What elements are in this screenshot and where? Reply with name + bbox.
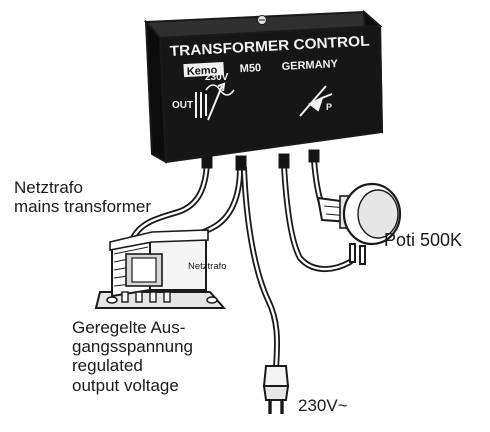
regulated-label-line2: gangsspannung: [72, 337, 194, 357]
out-mark: OUT: [172, 100, 193, 111]
regulated-label-line4: output voltage: [72, 375, 179, 395]
potentiometer-symbol-icon: [299, 85, 333, 117]
device-model: M50: [239, 62, 261, 75]
poti-label: Poti 500K: [384, 230, 463, 250]
potentiometer: [316, 182, 402, 265]
mains-voltage-label: 230V~: [298, 396, 348, 415]
pot-mark: P: [326, 102, 332, 112]
netztrafo-label: Netztrafo mains transformer: [14, 178, 151, 216]
netztrafo-label-line1: Netztrafo: [14, 178, 83, 197]
output-symbol-icon: [195, 82, 226, 121]
regulated-label-line3: regulated: [72, 356, 143, 376]
mains-transformer: Netztrafo: [94, 229, 227, 309]
transformer-control-module: TRANSFORMER CONTROL Kemo M50 GERMANY 230…: [143, 9, 384, 171]
regulated-label-line1: Geregelte Aus-: [72, 318, 186, 337]
netztrafo-label-line2: mains transformer: [14, 197, 151, 217]
wires: [129, 157, 353, 371]
mains-plug: [262, 365, 290, 414]
wire-mains-cable: [241, 165, 281, 371]
device-brand: Kemo: [187, 64, 218, 78]
transformer-tag: Netztrafo: [188, 261, 227, 272]
voltage-mark: 230V: [205, 72, 229, 83]
regulated-output-label: Geregelte Aus- gangsspannung regulated o…: [72, 318, 193, 395]
device-country: GERMANY: [281, 58, 338, 73]
